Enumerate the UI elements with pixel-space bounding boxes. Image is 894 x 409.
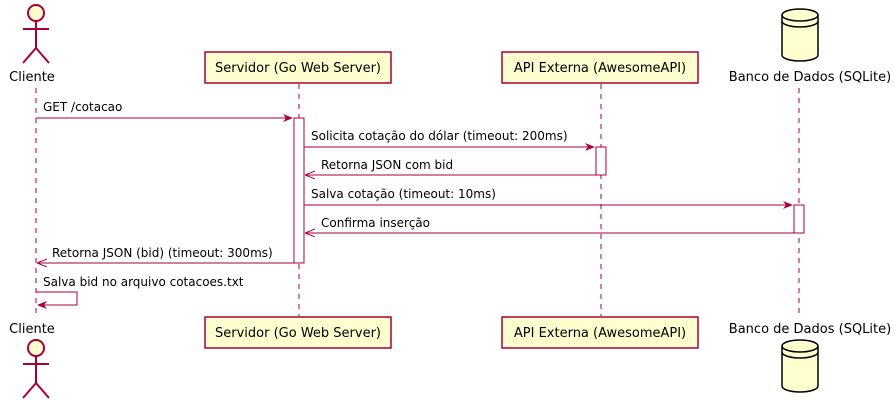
database-top [781,8,819,22]
message-label: Confirma inserção [321,216,430,230]
actor-leg-right [35,47,50,64]
activation-api [595,146,607,176]
participant-servidor-bottom: Servidor (Go Web Server) [204,316,392,349]
database-rim [781,351,819,359]
actor-cliente-top: Cliente [9,4,55,85]
message-label: Salva cotação (timeout: 10ms) [311,187,496,201]
activation-db [793,204,805,234]
activations [293,117,805,264]
actor-head [27,4,45,22]
messages: GET /cotacao Solicita cotação do dólar (… [36,100,794,309]
message-label: GET /cotacao [43,100,122,114]
database-top [781,339,819,353]
participant-label-servidor: Servidor (Go Web Server) [215,61,381,76]
activation-servidor [293,117,305,264]
participant-servidor-top: Servidor (Go Web Server) [204,51,392,84]
participant-label-api: API Externa (AwesomeAPI) [514,326,686,341]
participant-box [204,316,392,349]
database-body [781,346,819,393]
database-rim [781,20,819,28]
database-body [781,15,819,62]
actor-head [27,339,45,357]
participant-box [501,316,699,349]
database-db-bottom: Banco de Dados (SQLite) [729,322,891,393]
message-4: Salva cotação (timeout: 10ms) [304,187,793,209]
message-arrow [36,291,78,309]
participant-label-servidor: Servidor (Go Web Server) [215,326,381,341]
message-5: Confirma inserção [306,216,794,233]
message-2: Solicita cotação do dólar (timeout: 200m… [304,129,595,151]
database-db-top: Banco de Dados (SQLite) [729,8,891,85]
participant-api-bottom: API Externa (AwesomeAPI) [501,316,699,349]
message-label: Solicita cotação do dólar (timeout: 200m… [311,129,568,143]
message-1: GET /cotacao [36,100,293,122]
actor-cliente-bottom: Cliente [9,322,55,399]
lifelines [35,84,800,318]
message-label: Salva bid no arquivo cotacoes.txt [43,275,244,289]
participant-box [204,51,392,84]
message-3: Retorna JSON com bid [306,158,596,175]
message-7: Salva bid no arquivo cotacoes.txt [36,275,244,309]
actor-leg-right [35,382,50,399]
actor-leg-left [22,382,37,399]
message-label: Retorna JSON (bid) (timeout: 300ms) [52,246,273,260]
participant-label-cliente: Cliente [9,322,55,337]
participants-bottom: Cliente Servidor (Go Web Server) API Ext… [9,316,891,399]
participants-top: Cliente Servidor (Go Web Server) API Ext… [9,4,891,85]
participant-label-cliente: Cliente [9,70,55,85]
message-6: Retorna JSON (bid) (timeout: 300ms) [38,246,294,263]
participant-label-api: API Externa (AwesomeAPI) [514,61,686,76]
participant-label-db: Banco de Dados (SQLite) [729,70,891,85]
message-label: Retorna JSON com bid [321,158,453,172]
participant-box [501,51,699,84]
participant-label-db: Banco de Dados (SQLite) [729,322,891,337]
participant-api-top: API Externa (AwesomeAPI) [501,51,699,84]
actor-leg-left [22,47,37,64]
